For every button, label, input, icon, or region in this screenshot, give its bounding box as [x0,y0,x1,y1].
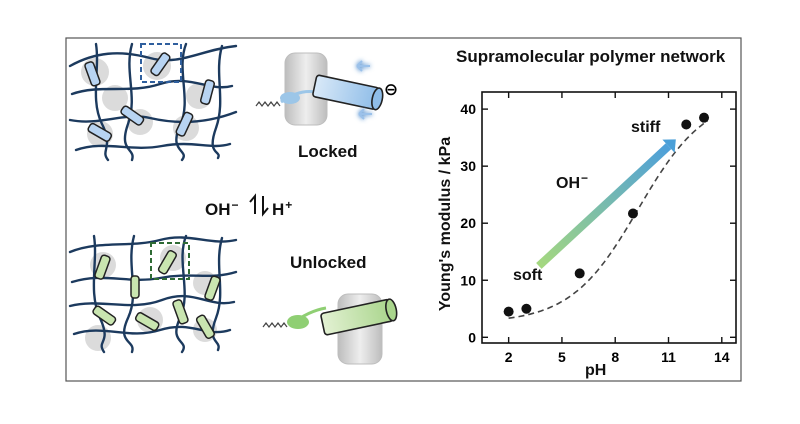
figure-frame [65,37,742,382]
x-tick-label: 2 [505,349,513,365]
proton-charge: + [285,198,293,212]
y-tick-label: 10 [460,272,476,288]
data-point [521,303,532,314]
x-tick-label: 8 [611,349,619,365]
data-point [503,306,514,317]
y-tick-label: 0 [468,329,476,345]
unlocked-network [68,234,238,354]
y-tick-label: 30 [460,158,476,174]
proton-base: H [272,200,285,219]
chart-oh-base: OH [556,175,580,192]
locked-network [68,42,238,162]
locked-complex: ⊖ [255,52,398,126]
equilibrium-arrows [249,193,269,217]
x-tick-label: 5 [558,349,566,365]
x-axis-label: pH [585,362,607,379]
x-tick-label: 14 [714,349,730,365]
data-point [699,112,710,123]
hydroxide-charge: − [231,198,239,212]
y-axis-label: Young's modulus / kPa [437,136,454,312]
x-tick-label: 11 [661,349,676,365]
plot-area-frame [481,91,737,344]
data-point [681,119,692,130]
y-tick-label: 40 [460,101,476,117]
trend-line [508,120,709,319]
oh-gradient-arrow [536,143,672,269]
hydroxide-base: OH [205,200,231,219]
proton-label: H+ [272,198,293,220]
unlocked-complex [262,293,398,365]
data-point [574,268,585,279]
chart-oh-charge: − [581,171,589,185]
unlocked-label: Unlocked [290,253,367,272]
soft-annotation: soft [513,267,543,284]
data-point [627,208,638,219]
negative-charge-symbol: ⊖ [384,80,398,100]
modulus-chart: 2 5 8 11 14 0 10 20 30 40 [460,91,737,365]
stiff-annotation: stiff [631,119,661,136]
locked-label: Locked [298,142,358,161]
chart-oh-annotation: OH− [556,171,588,193]
oh-gradient-arrowhead [662,139,676,153]
chart-title: Supramolecular polymer network [456,47,726,66]
y-tick-label: 20 [460,215,476,231]
hydroxide-label: OH− [205,198,239,220]
